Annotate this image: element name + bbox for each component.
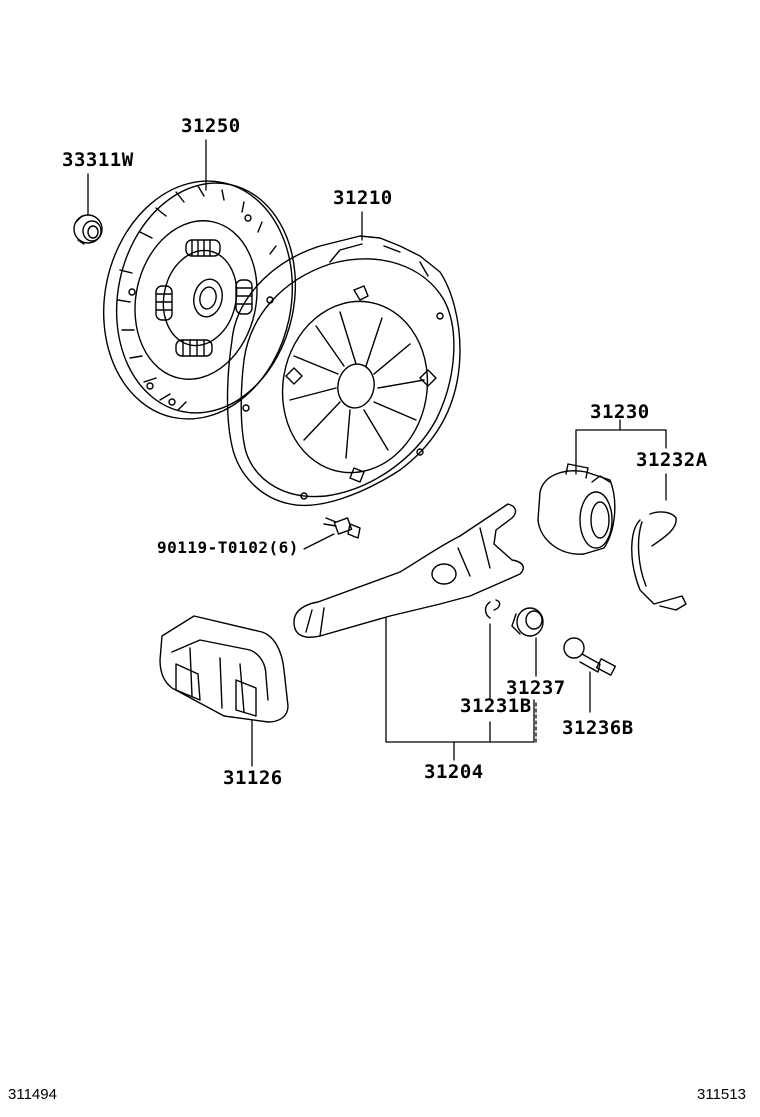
label-31210: 31210 <box>333 187 393 209</box>
clip-31232A <box>632 512 686 610</box>
release-bearing-31230 <box>538 464 615 554</box>
label-31237: 31237 <box>506 677 566 699</box>
label-31236B: 31236B <box>562 717 634 739</box>
label-31232A: 31232A <box>636 449 708 471</box>
figure-code-left: 311494 <box>8 1086 57 1103</box>
boot-31126 <box>160 616 288 722</box>
release-fork-31204 <box>294 504 523 637</box>
bolt-90119 <box>324 518 360 538</box>
label-90119-T0102: 90119-T0102(6) <box>157 538 299 557</box>
label-31204: 31204 <box>424 761 484 783</box>
label-31250: 31250 <box>181 115 241 137</box>
label-31231B: 31231B <box>460 695 532 717</box>
label-31230: 31230 <box>590 401 650 423</box>
pressure-plate-31210 <box>228 236 461 505</box>
label-33311W: 33311W <box>62 149 134 171</box>
figure-code-right: 311513 <box>697 1086 746 1103</box>
pilot-bearing-33311W <box>74 215 102 244</box>
ball-stud-31236B <box>564 638 615 675</box>
bush-31237 <box>512 608 543 636</box>
clutch-disc-31250 <box>82 163 316 436</box>
retainer-31231B <box>486 600 500 618</box>
leader-lines <box>88 140 666 766</box>
damper-springs <box>156 240 252 356</box>
label-31126: 31126 <box>223 767 283 789</box>
